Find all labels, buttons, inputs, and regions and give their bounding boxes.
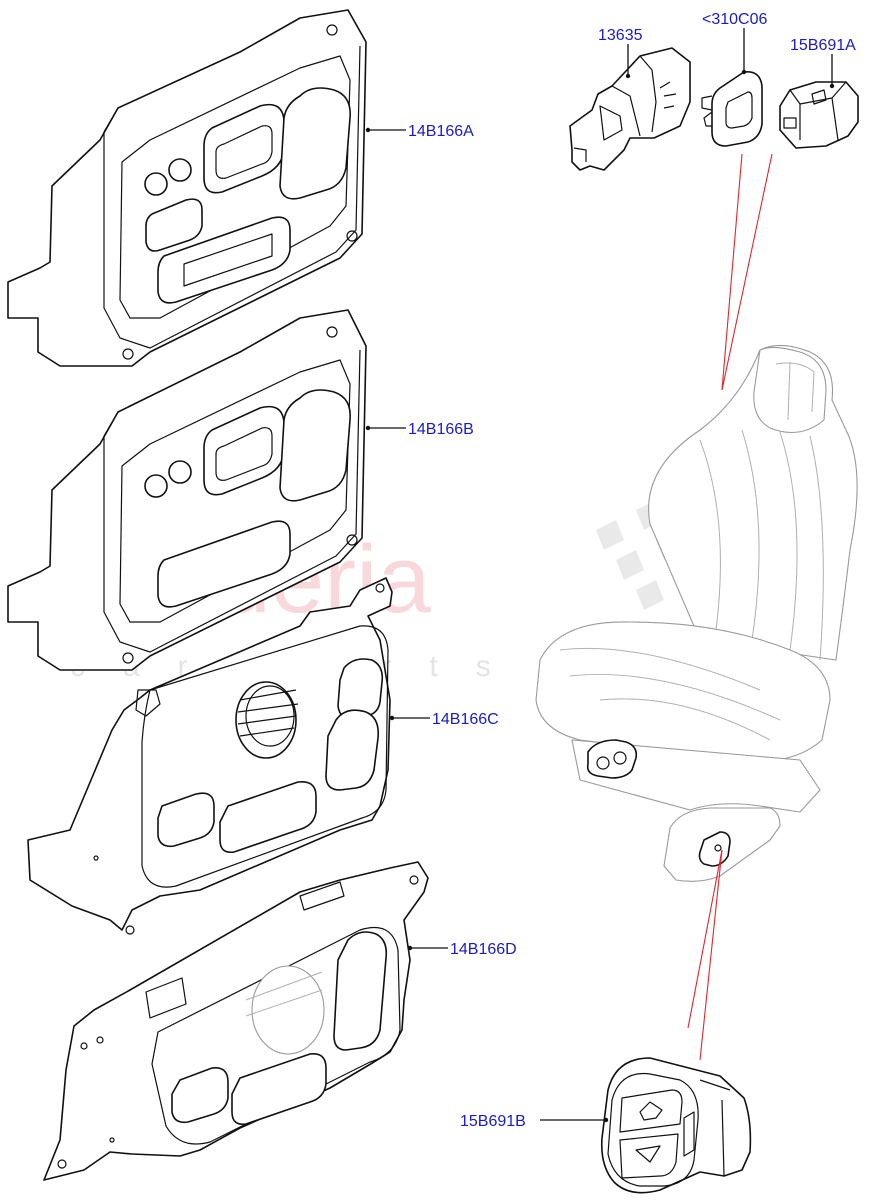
- callout-14b166c: 14B166C: [432, 711, 499, 728]
- switch-module-14b166c: [27, 577, 393, 935]
- switch-module-14b166b: [7, 309, 367, 671]
- reference-line-15b691b-b: [699, 849, 723, 1061]
- reference-lines: [687, 153, 773, 1061]
- leader-lines: [365, 28, 835, 1123]
- switch-310c06: [701, 70, 763, 147]
- callout-15b691a: 15B691A: [790, 37, 856, 54]
- reference-line-310c06: [721, 153, 743, 391]
- switch-module-14b166d: [43, 861, 429, 1181]
- callout-13635: 13635: [598, 27, 643, 44]
- callout-310c06: <310C06: [702, 11, 767, 28]
- reference-line-15b691a: [721, 153, 773, 391]
- callout-14b166d: 14B166D: [450, 941, 517, 958]
- switch-15b691b: [600, 1057, 752, 1194]
- switch-module-14b166a: [7, 9, 367, 367]
- callout-14b166a: 14B166A: [408, 123, 474, 140]
- switch-15b691a: [779, 81, 859, 149]
- reference-line-15b691b-a: [687, 849, 723, 1029]
- callout-14b166b: 14B166B: [408, 421, 474, 438]
- seat-illustration: [535, 344, 858, 882]
- callout-15b691b: 15B691B: [460, 1113, 526, 1130]
- switch-13635: [569, 47, 691, 171]
- callout-labels: 14B166A 14B166B 14B166C 14B166D 13635 <3…: [408, 11, 856, 1130]
